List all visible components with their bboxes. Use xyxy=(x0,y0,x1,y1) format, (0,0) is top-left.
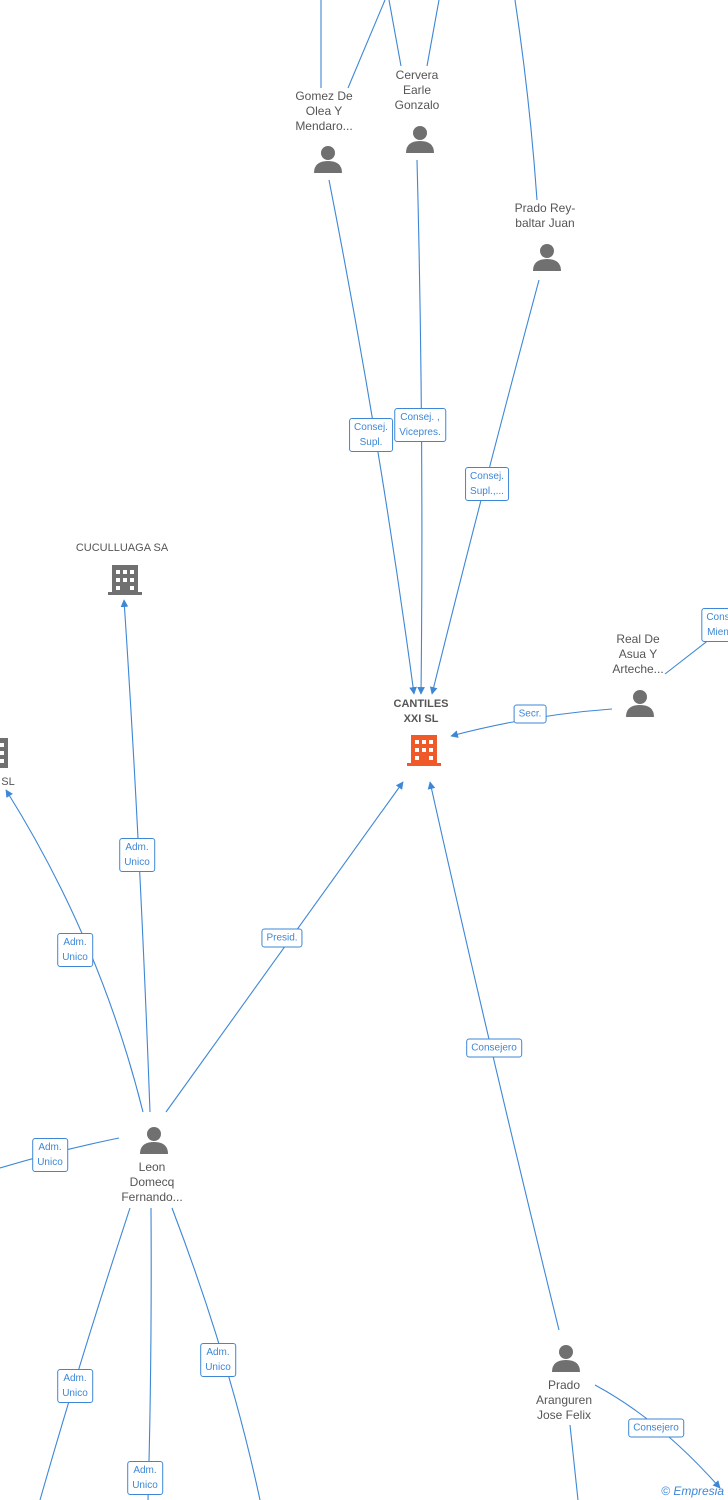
person-label-prado-rey[interactable]: Prado Rey- baltar Juan xyxy=(514,201,576,230)
role-badge-adm-bottom-mid[interactable]: Adm. Unico xyxy=(127,1461,163,1495)
person-icon-gomez[interactable] xyxy=(314,146,342,173)
company-label-cuculluaga[interactable]: CUCULLUAGA SA xyxy=(75,542,169,554)
person-label-cervera[interactable]: Cervera Earle Gonzalo xyxy=(394,68,440,112)
company-label-partial[interactable]: SL xyxy=(1,776,15,788)
role-badge-adm-bottom-left[interactable]: Adm. Unico xyxy=(57,1369,93,1403)
footer-brand: © Empresia xyxy=(661,1484,724,1498)
person-label-gomez[interactable]: Gomez De Olea Y Mendaro... xyxy=(295,89,353,133)
role-badge-secr[interactable]: Secr. xyxy=(513,704,547,724)
edge-leon-bottom-mid xyxy=(147,1207,152,1500)
role-badge-adm-left[interactable]: Adm. Unico xyxy=(32,1138,68,1172)
edge-cervera-offpage-2 xyxy=(426,0,440,67)
role-badge-presid[interactable]: Presid. xyxy=(261,928,303,948)
person-label-leon[interactable]: Leon Domecq Fernando... xyxy=(121,1160,183,1204)
role-badge-consej-mie[interactable]: Cons Mien xyxy=(701,608,728,642)
person-label-aranguren[interactable]: Prado Aranguren Jose Felix xyxy=(535,1378,593,1422)
person-icon-cervera[interactable] xyxy=(406,126,434,153)
role-badge-adm-cuculluaga[interactable]: Adm. Unico xyxy=(119,838,155,872)
role-badge-adm-partial[interactable]: Adm. Unico xyxy=(57,933,93,967)
person-icon-leon[interactable] xyxy=(140,1127,168,1154)
company-label-cantiles[interactable]: CANTILES XXI SL xyxy=(393,698,449,725)
role-badge-adm-bottom-right[interactable]: Adm. Unico xyxy=(200,1343,236,1377)
person-icon-real[interactable] xyxy=(626,690,654,717)
person-icon-prado-rey[interactable] xyxy=(533,244,561,271)
role-badge-consejero-right[interactable]: Consejero xyxy=(628,1418,684,1438)
brand-logo-text: Empresia xyxy=(673,1484,724,1498)
building-icon-cuculluaga[interactable] xyxy=(108,565,142,595)
person-icon-aranguren[interactable] xyxy=(552,1345,580,1372)
building-icon-cantiles[interactable] xyxy=(407,735,441,766)
edge-aranguren-bottom xyxy=(569,1424,579,1500)
role-badge-consejero-main[interactable]: Consejero xyxy=(466,1038,522,1058)
building-icon-partial[interactable] xyxy=(0,738,8,768)
edge-prado-rey-offpage xyxy=(514,0,538,201)
copyright-symbol: © xyxy=(661,1484,670,1498)
role-badge-consej-supl[interactable]: Consej. Supl. xyxy=(349,418,393,452)
role-badge-consej-supl-etc[interactable]: Consej. Supl.,... xyxy=(465,467,509,501)
edge-leon-bottom-left xyxy=(39,1207,131,1500)
edge-cervera-offpage-1 xyxy=(388,0,402,67)
role-badge-consej-vicepres[interactable]: Consej. , Vicepres. xyxy=(394,408,446,442)
edge-gomez-offpage-2 xyxy=(347,0,386,89)
person-label-real[interactable]: Real De Asua Y Arteche... xyxy=(612,632,664,676)
